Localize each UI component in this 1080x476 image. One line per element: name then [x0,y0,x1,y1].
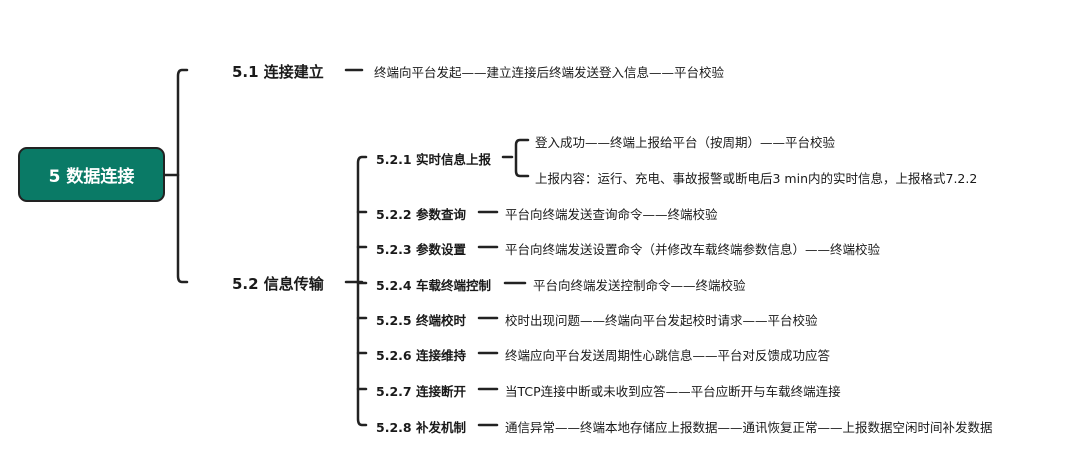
node-5-2: 5.2 信息传输 [232,275,324,293]
node-5-2-8: 5.2.8 补发机制 [376,420,466,435]
level2-bracket [356,155,368,427]
sub-bracket-5-2-1 [514,138,530,178]
leaf-5-2-6: 终端应向平台发送周期性心跳信息——平台对反馈成功应答 [505,348,831,363]
node-5-1: 5.1 连接建立 [232,63,324,81]
leaf-5-1: 终端向平台发起——建立连接后终端发送登入信息——平台校验 [374,65,725,80]
leaf-5-2-7: 当TCP连接中断或未收到应答——平台应断开与车载终端连接 [505,384,841,399]
node-5-2-6: 5.2.6 连接维持 [376,348,466,363]
root-node: 5 数据连接 [18,147,165,202]
node-5-2-1: 5.2.1 实时信息上报 [376,152,491,167]
leaf-5-2-5: 校时出现问题——终端向平台发起校时请求——平台校验 [505,313,818,328]
node-5-2-7: 5.2.7 连接断开 [376,384,466,399]
node-5-2-3: 5.2.3 参数设置 [376,242,466,257]
level1-bracket [176,68,189,284]
leaf-5-2-2: 平台向终端发送查询命令——终端校验 [505,207,718,222]
leaf-5-2-4: 平台向终端发送控制命令——终端校验 [533,278,746,293]
root-label: 5 数据连接 [48,167,135,187]
node-5-2-2: 5.2.2 参数查询 [376,207,466,222]
leaf-5-2-1-a: 登入成功——终端上报给平台（按周期）——平台校验 [535,135,836,150]
leaf-5-2-1-b: 上报内容：运行、充电、事故报警或断电后3 min内的实时信息，上报格式7.2.2 [535,171,978,186]
leaf-5-2-3: 平台向终端发送设置命令（并修改车载终端参数信息）——终端校验 [505,242,881,257]
node-5-2-5: 5.2.5 终端校时 [376,313,466,328]
leaf-5-2-8: 通信异常——终端本地存储应上报数据——通讯恢复正常——上报数据空闲时间补发数据 [505,420,993,435]
node-5-2-4: 5.2.4 车载终端控制 [376,278,491,293]
